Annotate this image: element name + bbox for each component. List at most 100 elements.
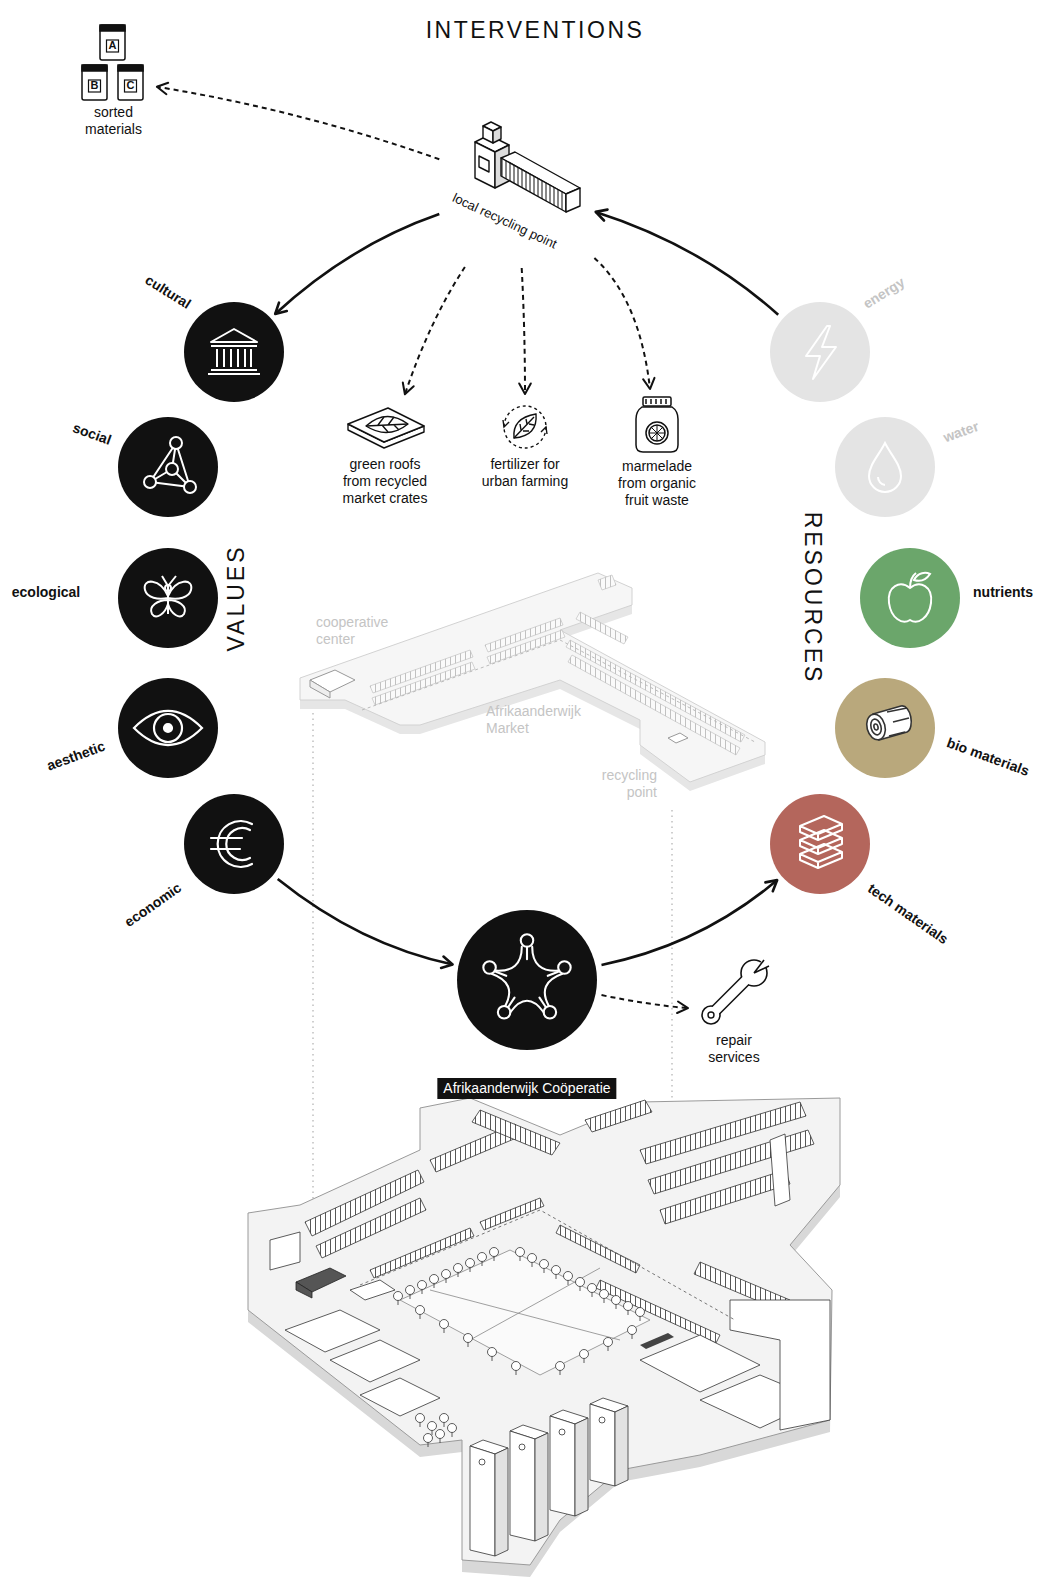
neighbourhood-map <box>585 1100 652 1132</box>
icon <box>889 573 931 622</box>
arrow-head <box>643 378 654 389</box>
neighbourhood-map <box>470 1446 495 1556</box>
tree <box>394 1292 403 1306</box>
value-circle: ecological <box>118 548 218 648</box>
tree <box>552 1266 561 1280</box>
neighbourhood-map <box>575 1418 588 1516</box>
tree <box>440 1414 449 1428</box>
tree <box>488 1348 497 1362</box>
tree <box>540 1260 549 1274</box>
icon <box>144 437 196 493</box>
icon <box>770 302 870 402</box>
bin-letter: B <box>91 79 99 92</box>
tree <box>624 1302 633 1316</box>
neighbourhood-map <box>590 1404 615 1486</box>
icon <box>348 408 424 448</box>
icon <box>608 395 706 455</box>
tree <box>424 1434 433 1448</box>
market-map <box>300 573 765 791</box>
tree <box>454 1264 463 1278</box>
icon <box>184 302 284 402</box>
neighbourhood-map <box>400 1250 650 1375</box>
neighbourhood-map <box>730 1300 830 1430</box>
icon <box>184 794 284 894</box>
market-map <box>310 680 330 698</box>
tree <box>528 1254 537 1268</box>
neighbourhood-map <box>495 1448 508 1556</box>
neighbourhood-map <box>479 1459 485 1465</box>
cooperative-circle: Afrikaanderwijk Coöperatie <box>457 910 597 1050</box>
market-map <box>372 662 475 705</box>
neighbourhood-map <box>510 1431 535 1541</box>
map-label: Afrikaanderwijk Market <box>486 703 606 737</box>
flow-arrow <box>278 879 453 964</box>
intervention: marmelade from organic fruit waste <box>608 395 706 508</box>
projection-line <box>312 702 313 1232</box>
circle-label: social <box>70 419 113 448</box>
arrow-head <box>677 1002 688 1014</box>
icon <box>82 25 143 100</box>
neighbourhood-map <box>296 1268 346 1298</box>
flow-arrow <box>602 880 778 965</box>
icon <box>636 397 678 452</box>
icon <box>835 678 935 778</box>
icon <box>134 711 202 745</box>
market-map <box>598 575 616 590</box>
tree <box>490 1248 499 1262</box>
circle-label: aesthetic <box>45 738 108 775</box>
resource-circle: energy <box>770 302 870 402</box>
bin-letter: C <box>127 79 135 92</box>
neighbourhood-map <box>472 1110 560 1155</box>
circle-label: water <box>941 418 981 446</box>
bin-letter: A <box>109 39 117 52</box>
neighbourhood-map <box>296 1282 312 1298</box>
flow-arrow <box>522 268 525 394</box>
recycling-point: local recycling point <box>445 112 590 262</box>
circle-label: nutrients <box>973 584 1033 601</box>
node-text: marmelade from organic fruit waste <box>608 458 706 508</box>
value-circle: cultural <box>184 302 284 402</box>
circle-label: bio materials <box>945 734 1032 779</box>
tree <box>464 1334 473 1348</box>
neighbourhood-map <box>270 1232 300 1270</box>
section-title: INTERVENTIONS <box>426 17 645 45</box>
flow-arrow <box>602 995 689 1008</box>
flow-arrow <box>157 87 439 160</box>
tree <box>416 1414 425 1428</box>
tree <box>466 1259 475 1273</box>
icon <box>445 112 590 222</box>
tree <box>516 1248 525 1262</box>
tree <box>564 1272 573 1286</box>
market-map <box>566 640 745 742</box>
tree <box>576 1278 585 1292</box>
neighbourhood-map <box>360 1210 735 1320</box>
market-map <box>362 640 755 742</box>
tree <box>580 1350 589 1364</box>
tree <box>512 1362 521 1376</box>
icon <box>864 706 911 742</box>
icon <box>835 417 935 517</box>
flow-arrow <box>602 880 778 965</box>
tree <box>440 1320 449 1334</box>
icon <box>76 22 151 102</box>
intervention: green roofs from recycled market crates <box>336 400 434 506</box>
tree <box>448 1424 457 1438</box>
tree <box>428 1422 437 1436</box>
neighbourhood-map <box>350 1280 395 1300</box>
tree <box>430 1275 439 1289</box>
name-tag: Afrikaanderwijk Coöperatie <box>437 1078 616 1099</box>
arrow-head <box>596 210 608 221</box>
market-map <box>576 612 628 644</box>
resource-circle: tech materials <box>770 794 870 894</box>
neighbourhood-map <box>640 1333 674 1349</box>
circle-label: tech materials <box>865 880 952 948</box>
node-text: repair services <box>694 1032 774 1066</box>
value-circle: aesthetic <box>118 678 218 778</box>
icon <box>503 406 547 448</box>
intervention: fertilizer for urban farming <box>476 400 574 490</box>
flow-arrow <box>405 267 465 394</box>
icon <box>118 548 218 648</box>
tree <box>406 1286 415 1300</box>
